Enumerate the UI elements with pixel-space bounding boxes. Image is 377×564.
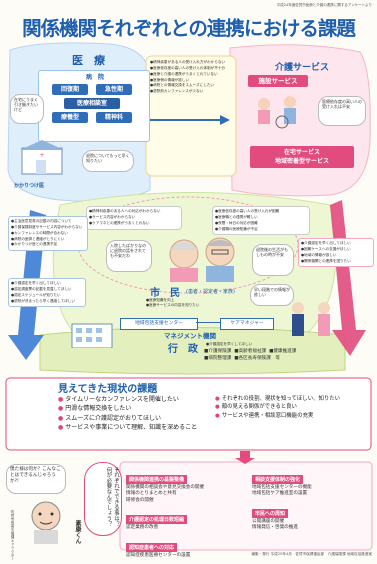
community-center: 地域包括支援センター [120, 318, 198, 330]
ward-consult: 医療相談室 [64, 98, 120, 109]
mascot-name: 素康くん [74, 520, 81, 544]
issue-item: ●スムーズに介護認定がおりてほしい [58, 414, 161, 422]
middle-left-item: ●サービス内容がわからない [89, 214, 136, 219]
top-center-list: ●精神疾患がある人の受け入れ方がわからない ●医療依存度の高い人の受け入れ体制が… [150, 60, 232, 95]
left-side-item: ●介護保険制度やサービス内容がわからない [11, 224, 83, 229]
home-service: 在宅サービス 地域密着型サービス [250, 146, 354, 168]
mascot-illustration [31, 501, 61, 544]
left-mid-item: ●介護認定を早く出してほしい [11, 281, 61, 285]
right-side-list: ●介護認定を早く出してほしい ●困難ケースへの支援がほしい ●地域の情報が欲しい… [298, 238, 374, 268]
staff-illustration [292, 302, 330, 336]
issues-title: 見えてきた現状の課題 [58, 384, 158, 395]
issue-item: ●タイムリーなカンファレンスを開催したい [58, 396, 179, 403]
right-side-item: ●困難ケースへの支援がほしい [301, 246, 351, 251]
solution-block: 市民への周知公開講座の開催 情報発信・啓発の推進 [252, 508, 298, 531]
left-side-item: ●カンファレンスの時間が合わない [11, 230, 68, 235]
admin-item: ■健康推進課 [269, 349, 297, 354]
left-side-item: ●主治医意見書の記載の内容について [11, 219, 72, 223]
left-mid-item: ●認定調査票の記載を見直してほしい [11, 286, 72, 291]
medical-title: 医 療 [72, 54, 105, 67]
middle-right-list: ●医療依存度の高い人の受け入れが困難 ●医療職との連携が難しい ●夜間・休日の対… [212, 206, 310, 236]
right-side-item: ●関係機関との連携を図りたい [301, 258, 351, 263]
right-side-item: ●介護認定を早く出してほしい [301, 241, 351, 245]
top-center-item: ●医療と介護の連携がうまくとれていない [150, 71, 218, 76]
middle-left-item: ●精神科疾患のある人への対応がわからない [89, 209, 161, 213]
ward-recovery: 回復期 [52, 84, 88, 95]
hospital-label: 病 院 [85, 74, 104, 81]
issue-item: ●それぞれの役割、現状を知ってほしい、知りたい [215, 396, 341, 402]
footer: 編集・発行 平成25年4月 佐賀市保健福祉部 介護保険課 地域包括推進室 [251, 552, 372, 556]
top-center-item: ●病院との情報交換をスムーズにしたい [150, 83, 215, 88]
elderly-couple-illustration [169, 237, 235, 282]
center-bubble: それぞれでできる事は？何が必要なんでしょう？ [84, 462, 122, 536]
left-side-item: ●病院の医師と連絡がとりにくい [11, 236, 65, 241]
issue-item: ●サービスや連携・相談窓口機能の充実 [215, 412, 314, 419]
citizen-cloud-bottom: 早い段階での情報が欲しい [250, 284, 294, 306]
middle-left-list: ●精神科疾患のある人への対応がわからない ●サービス内容がわからない ●ケアマネ… [86, 206, 182, 230]
care-title: 介護サービス [275, 63, 330, 73]
management-connector [196, 322, 220, 323]
citizens-item: ●医療サービスの内容を知りたい [146, 302, 200, 307]
left-mid-item: ●認定スケジュールが知りたい [11, 292, 61, 297]
management-note: ●介護認定を早くしてほしい [206, 342, 253, 346]
solutions-right: 相談支援体制の強化地域包括支援センターの機能 地域包括ケア推進室の設置 市民への… [252, 466, 368, 534]
ward-psych: 精神科 [96, 112, 132, 123]
ward-acute: 急性期 [96, 84, 132, 95]
right-side-item: ●地域の情報が欲しい [301, 252, 337, 257]
solution-block: 相談支援体制の強化地域包括支援センターの機能 地域包括ケア推進室の設置 [252, 475, 312, 497]
ward-longterm: 療養型 [52, 112, 88, 123]
svg-text:+: + [39, 152, 44, 159]
top-center-item: ●退院前カンファレンスが少ない [150, 89, 204, 94]
left-side-item: ●かかりつけ医との連携不足 [11, 242, 58, 247]
care-manager: ケアマネジャー [220, 318, 274, 330]
citizens-sub: (患者・認定者・家族) [186, 289, 235, 295]
citizens-item: ●医療知識を向上 [146, 298, 175, 302]
middle-right-item: ●医療職との連携が難しい [215, 214, 258, 219]
citizen-cloud-left: 入院したばかりなのに退院の話をされても不安だわ [106, 240, 152, 272]
middle-right-item: ●介護職の医療知識が不足 [215, 226, 258, 231]
citizens-title: 市 民 [150, 288, 180, 299]
mascot-speech: 僕た様は何か？こんなことはできるんじゃろうか?! [6, 464, 66, 494]
top-note: 平成24年度佐賀市医療と介護の連携に関するアンケートより [276, 3, 372, 7]
issues-left: ●タイムリーなカンファレンスを開催したい ●円滑な情報交換をしたい ●スムーズに… [58, 395, 208, 432]
medical-cloud-2: 退院についてもっと早く知りたい [82, 150, 134, 172]
mascot-caption: 佐賀市長寿支援課キャラクター [11, 510, 15, 561]
solution-block: 介護認定の処理日数短縮認定業務の改善 [126, 506, 242, 531]
clinic-illustration: + [20, 140, 64, 175]
issues-right: ●それぞれの役割、現状を知ってほしい、知りたい ●顔の見える関係ができると良い … [215, 395, 365, 420]
facility-service: 施設サービス [248, 75, 308, 87]
admin-building-illustration [71, 323, 113, 348]
admin-items: ■介護保険課 ■高齢者福祉課 ■健康推進課 ■病院整理課 ■各区長寿保険課 等 [204, 349, 349, 363]
solution-block: 関係機関連携の基盤整備関係機関の相談会や意見交換会の開催 情報のとりまとめと共有… [126, 475, 205, 503]
citizen-cloud-right: 退院後の生活がもしもの時が不安 [252, 244, 294, 276]
left-mid-list: ●介護認定を早く出してほしい ●認定調査票の記載を見直してほしい ●認定スケジュ… [8, 278, 86, 308]
family-doctor-label: かかりつけ医 [14, 183, 45, 189]
medical-cloud-1: 在宅にうまく引き継ぎたいけど [10, 94, 44, 124]
admin-item: ■高齢者福祉課 [234, 349, 267, 354]
admin-item: ■病院整理課 [204, 355, 232, 361]
middle-right-item: ●医療依存度の高い人の受け入れが困難 [215, 209, 280, 213]
top-center-item: ●医療依存度の高い人の受け入れ体制が不十分 [150, 65, 226, 70]
top-center-item: ●精神疾患がある人の受け入れ方がわからない [150, 60, 226, 64]
top-center-item: ●医療側の情報が欲しい [150, 77, 190, 82]
admin-item: ■各区長寿保険課 等 [234, 355, 280, 361]
issue-item: ●円滑な情報交換をしたい [58, 405, 132, 413]
page-title: 関係機関それぞれとの連携における課題 [22, 17, 356, 40]
left-side-list: ●主治医意見書の記載の内容について ●介護保険制度やサービス内容がわからない ●… [8, 216, 88, 252]
citizens-items: ●医療知識を向上 ●医療サービスの内容を知りたい [146, 298, 216, 308]
care-illustration [258, 96, 296, 129]
solution-block: 認知症患者への対応認知症疾患医療センターの設置 [126, 542, 191, 558]
middle-left-item: ●ケアマネとの連携がうまくとれない [89, 220, 150, 225]
middle-right-item: ●夜間・休日の対応が困難 [215, 220, 258, 225]
issue-item: ●サービスや事業について理解、知識を深めること [58, 423, 198, 431]
left-mid-item: ●退院が決まったら早く連絡してほしい [11, 298, 75, 303]
management-title: マネジメント機関 [164, 332, 216, 340]
care-cloud-1: 医療依存度の高い人の受け入れは不安 [318, 96, 366, 126]
issue-item: ●顔の見える関係ができると良い [215, 404, 297, 411]
admin-title: 行 政 [168, 344, 198, 355]
solutions-left: 関係機関連携の基盤整備関係機関の相談会や意見交換会の開催 情報のとりまとめと共有… [126, 466, 242, 561]
admin-item: ■介護保険課 [204, 349, 232, 354]
